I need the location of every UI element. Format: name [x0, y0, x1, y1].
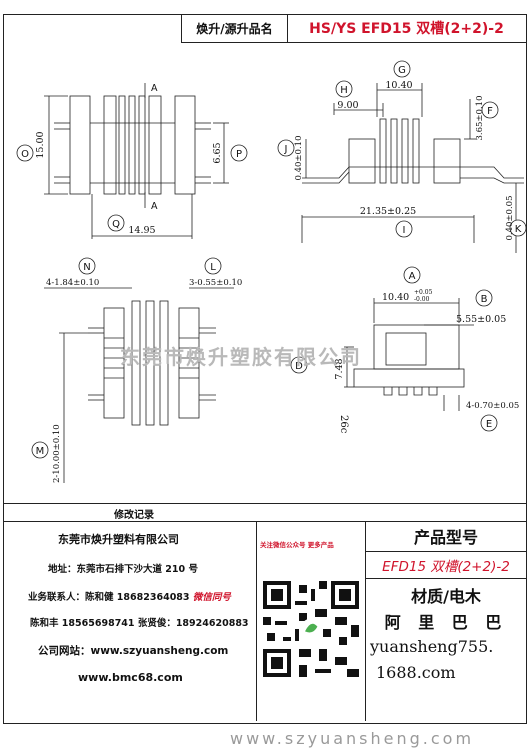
marker-f-label: F	[487, 106, 493, 117]
dim-4-184: 4-1.84±0.10	[46, 278, 99, 288]
dim-10-40-sup: +0.05	[414, 289, 433, 296]
contact-line-1: 业务联系人：陈和健 18682364083 微信同号	[28, 589, 231, 603]
drawing-sheet	[3, 14, 527, 724]
dim-6-65: 6.65	[212, 142, 223, 163]
marker-circles	[16, 60, 526, 459]
dim-7-48: 7.48	[334, 358, 345, 379]
wechat-note: 微信同号	[192, 592, 231, 603]
product-name-label: 焕升/源升品名	[181, 14, 288, 43]
marker-d-label: D	[295, 361, 303, 372]
marker-q	[107, 214, 125, 232]
marker-b	[475, 289, 493, 307]
watermark-text: 东莞市焕升塑胶有限公司	[120, 345, 362, 369]
marker-k	[509, 219, 526, 237]
marker-o-label: O	[21, 149, 29, 160]
marker-b-label: B	[481, 294, 488, 305]
marker-i-label: I	[403, 225, 406, 236]
revision-label: 修改记录	[114, 510, 154, 521]
contact-person-1: 业务联系人：陈和健 18682364083	[28, 592, 190, 603]
dim-9-00: 9.00	[337, 100, 358, 111]
marker-l-label: L	[210, 262, 216, 273]
company-block: 东莞市焕升塑料有限公司 地址：东莞市石排下沙大道 210 号 业务联系人：陈和健…	[4, 521, 257, 721]
dim-4-070: 4-0.70±0.05	[466, 401, 519, 411]
marker-p	[230, 144, 248, 162]
technical-drawing: O P Q G H F J I K N L A B D E M 15.00 14…	[16, 60, 526, 483]
alibaba-label: 阿 里 巴 巴	[384, 613, 508, 632]
product-name-value: HS/YS EFD15 双槽(2+2)-2	[286, 14, 527, 43]
marker-q-label: Q	[112, 219, 120, 230]
dim-3-65: 3.65±0.10	[475, 96, 485, 141]
marker-m-label: N	[83, 262, 90, 273]
dim-26c: 26c	[338, 415, 349, 434]
footer-url[interactable]: www.szyuansheng.com	[230, 729, 475, 748]
marker-l	[204, 257, 222, 275]
dim-3-055: 3-0.55±0.10	[189, 278, 242, 288]
marker-h-label: H	[340, 85, 348, 96]
marker-f	[481, 101, 499, 119]
marker-a-label: A	[409, 271, 416, 282]
product-box: 产品型号 EFD15 双槽(2+2)-2 材质/电木 阿 里 巴 巴 yuans…	[366, 521, 526, 721]
arrow-a-top: A	[151, 83, 158, 94]
company-address: 地址：东莞市石排下沙大道 210 号	[48, 564, 198, 575]
contact-line-2: 陈和丰 18565698741 张贤俊：18924620883	[30, 618, 249, 629]
dim-10-40: 10.40	[385, 80, 412, 91]
qr-code-icon	[263, 581, 359, 677]
right-flange	[174, 95, 196, 195]
dim-10-40-tol: 10.40	[382, 292, 409, 303]
marker-d	[290, 356, 308, 374]
qr-block: 关注微信公众号 更多产品	[257, 521, 366, 721]
marker-e	[480, 414, 498, 432]
marker-n-label: M	[36, 446, 45, 457]
company-website[interactable]: 公司网站：www.szyuansheng.com	[38, 645, 229, 657]
marker-h	[335, 80, 353, 98]
left-flange	[69, 95, 91, 195]
shop-url-line-2[interactable]: 1688.com	[376, 663, 456, 682]
marker-g-label: G	[398, 65, 406, 76]
dim-15-00: 15.00	[35, 131, 46, 158]
marker-o	[16, 144, 34, 162]
marker-n	[31, 441, 49, 459]
marker-e-label: E	[486, 419, 492, 430]
company-name: 东莞市焕升塑料有限公司	[58, 533, 179, 546]
dim-21-35: 21.35±0.25	[360, 206, 416, 217]
marker-j-label: J	[284, 144, 288, 155]
dim-0-40-right: 0.40±0.05	[505, 196, 515, 241]
revision-row: 修改记录	[4, 503, 526, 522]
marker-a	[403, 266, 421, 284]
marker-m	[78, 257, 96, 275]
shop-url-line-1[interactable]: yuansheng755.	[370, 637, 494, 656]
dim-14-95: 14.95	[128, 225, 155, 236]
material-label: 材质/电木	[411, 587, 481, 606]
dim-2-10: 2-10.00±0.10	[52, 424, 62, 483]
qr-hint: 关注微信公众号 更多产品	[260, 541, 334, 549]
company-website-2[interactable]: www.bmc68.com	[78, 671, 183, 684]
marker-k-label: K	[515, 224, 522, 235]
marker-g	[393, 60, 411, 78]
marker-i	[395, 220, 413, 238]
product-type-value: EFD15 双槽(2+2)-2	[366, 552, 526, 579]
dim-0-40-left: 0.40±0.10	[294, 136, 304, 181]
marker-p-label: P	[236, 149, 242, 160]
dim-5-55: 5.55±0.05	[456, 314, 506, 325]
marker-j	[277, 139, 295, 157]
product-type-label: 产品型号	[366, 521, 526, 552]
dim-10-40-sub: -0.00	[414, 296, 430, 303]
arrow-a-bottom: A	[151, 201, 158, 212]
